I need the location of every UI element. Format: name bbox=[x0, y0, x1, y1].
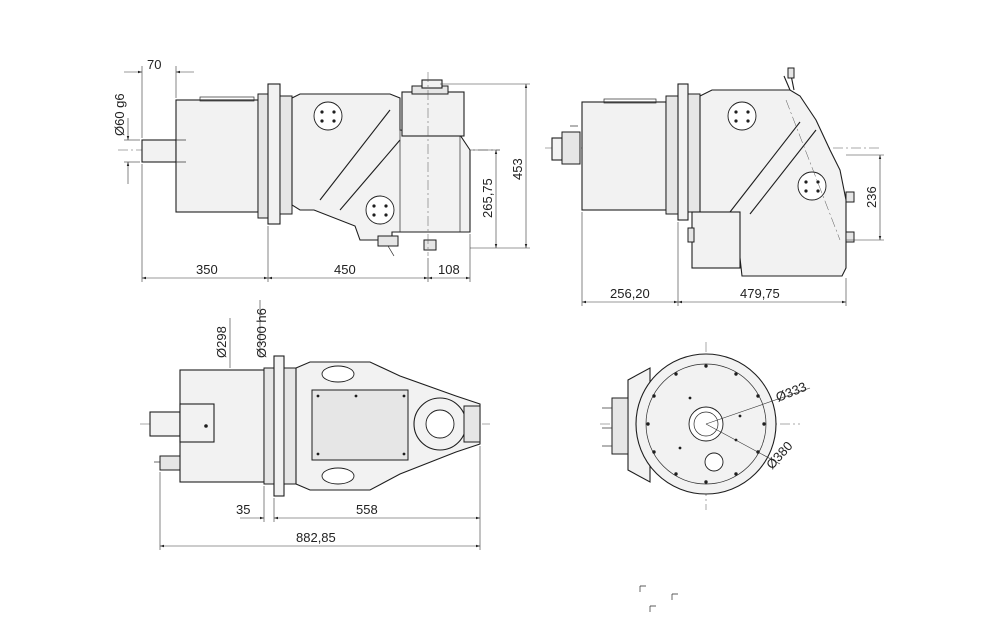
dim-right-length: 479,75 bbox=[740, 286, 780, 301]
dim-overall-length: 882,85 bbox=[296, 530, 336, 545]
end-view: Ø333 Ø380 bbox=[600, 342, 811, 510]
dim-bolt-circle: Ø333 bbox=[774, 379, 809, 405]
dim-total-height: 453 bbox=[510, 158, 525, 180]
dim-pilot-diameter: Ø300 h6 bbox=[254, 308, 269, 358]
dim-shaft-diameter: Ø60 g6 bbox=[112, 93, 127, 136]
dim-body-top-length: 558 bbox=[356, 502, 378, 517]
dim-left-length: 256,20 bbox=[610, 286, 650, 301]
dim-right-height: 236 bbox=[864, 186, 879, 208]
dim-flange-offset: 35 bbox=[236, 502, 250, 517]
dim-shaft-length: 70 bbox=[147, 57, 161, 72]
side-view-right: 236 256,20 479,75 bbox=[545, 67, 884, 306]
faint-marks bbox=[639, 585, 678, 612]
side-view-left: Ø60 g6 70 350 450 108 265,75 453 bbox=[112, 57, 530, 282]
dim-axis-height: 265,75 bbox=[480, 178, 495, 218]
top-view: Ø298 Ø300 h6 35 558 882,85 bbox=[140, 300, 490, 550]
dim-body-length: 450 bbox=[334, 262, 356, 277]
dim-motor-length: 350 bbox=[196, 262, 218, 277]
dim-flange-diameter: Ø298 bbox=[214, 326, 229, 358]
dim-end-length: 108 bbox=[438, 262, 460, 277]
